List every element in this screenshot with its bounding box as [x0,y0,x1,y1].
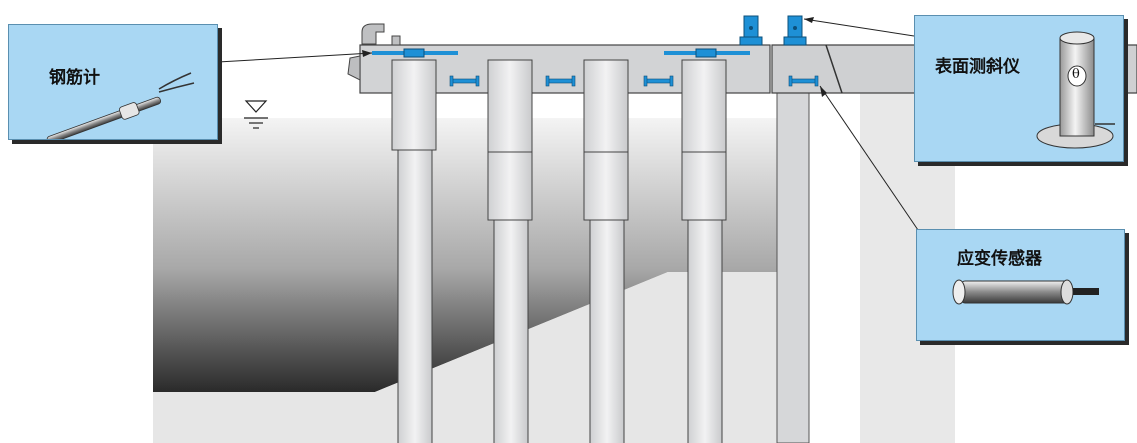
strain-sensor-3 [643,75,674,87]
pile-4 [681,59,727,443]
theta-symbol: θ [1072,67,1080,82]
inclinometer-illustration [1036,31,1115,149]
inclinometer-sensor-1 [739,15,763,46]
rebar-gauge-left [372,48,458,58]
surface-inclinometer-label: 表面测斜仪 [935,57,1020,77]
callout-strain-sensor: 应变传感器 [916,229,1125,341]
pile-3 [583,59,629,443]
inclinometer-sensor-2 [783,15,807,46]
pile-group [391,59,727,443]
callout-rebar-gauge: 钢筋计 [8,24,218,140]
pile-1 [391,59,437,443]
strain-sensor-1 [449,75,480,87]
rebar-gauge-label: 钢筋计 [49,68,100,88]
strain-sensor-2 [545,75,576,87]
rebar-gauge-illustration [46,72,195,139]
bollard [347,23,401,81]
rear-column [776,87,810,443]
callout-surface-inclinometer: 表面测斜仪 θ [914,15,1124,162]
rebar-gauge-right [664,48,750,58]
strain-sensor-4 [788,75,819,87]
pile-2 [487,59,533,443]
water-level-icon [244,100,268,129]
strain-sensor-illustration [952,279,1099,305]
strain-sensor-label: 应变传感器 [957,249,1042,269]
leader-lines [217,18,919,231]
